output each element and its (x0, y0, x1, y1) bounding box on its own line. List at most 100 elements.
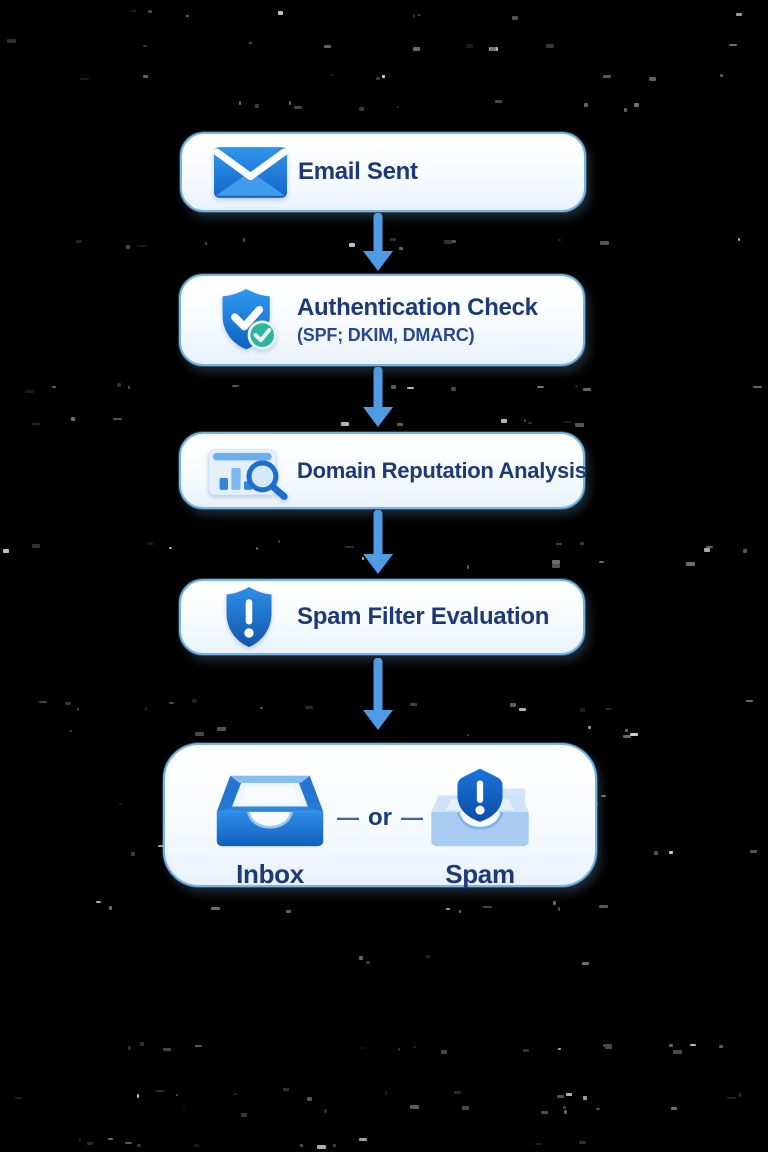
noise-speck (413, 47, 420, 51)
noise-speck (255, 104, 259, 108)
noise-speck (583, 1096, 587, 1100)
noise-speck (109, 906, 112, 910)
noise-speck (305, 706, 313, 709)
noise-speck (194, 1144, 199, 1147)
noise-speck (575, 385, 578, 388)
noise-speck (556, 543, 562, 545)
noise-speck (195, 732, 204, 736)
noise-speck (546, 44, 554, 48)
noise-speck (256, 547, 258, 550)
noise-speck (382, 75, 385, 78)
noise-speck (137, 1144, 141, 1147)
noise-speck (524, 419, 526, 422)
noise-speck (333, 1144, 336, 1147)
spam-shield-icon (457, 768, 503, 822)
noise-speck (599, 561, 604, 563)
noise-speck (126, 245, 130, 249)
noise-speck (376, 77, 380, 80)
noise-speck (186, 15, 189, 17)
noise-speck (558, 907, 560, 911)
noise-speck (345, 546, 354, 548)
noise-speck (390, 238, 396, 241)
envelope-icon (208, 144, 292, 201)
noise-speck (563, 421, 571, 423)
noise-speck (624, 108, 627, 112)
noise-speck (552, 560, 560, 564)
noise-speck (558, 239, 561, 241)
noise-speck (125, 1142, 132, 1144)
noise-speck (362, 557, 364, 560)
noise-speck (260, 707, 263, 709)
noise-speck (131, 852, 135, 856)
noise-speck (137, 1094, 139, 1098)
noise-speck (324, 45, 331, 48)
noise-speck (634, 103, 639, 107)
noise-speck (349, 243, 355, 247)
noise-speck (169, 547, 172, 549)
noise-speck (519, 708, 526, 711)
noise-speck (704, 548, 710, 552)
noise-speck (690, 1044, 696, 1046)
noise-speck (117, 383, 121, 387)
noise-speck (205, 242, 207, 245)
noise-speck (750, 850, 757, 853)
noise-speck (239, 101, 241, 105)
inbox-label: Inbox (236, 859, 304, 889)
noise-speck (289, 101, 291, 105)
noise-speck (15, 1097, 22, 1099)
step-title: Spam Filter Evaluation (297, 603, 550, 631)
noise-speck (535, 1143, 542, 1145)
noise-speck (727, 1097, 736, 1099)
noise-speck (407, 387, 414, 389)
noise-speck (158, 845, 166, 847)
noise-speck (630, 733, 638, 736)
outcome-inbox: Inbox (205, 765, 335, 890)
noise-speck (241, 1113, 247, 1117)
noise-speck (71, 417, 75, 421)
noise-speck (359, 956, 363, 960)
noise-speck (671, 1107, 677, 1110)
noise-speck (137, 245, 146, 247)
noise-speck (143, 75, 148, 78)
flow-node-domain-reputation: Domain Reputation Analysis (179, 432, 587, 509)
noise-speck (156, 1090, 164, 1092)
noise-speck (603, 1044, 612, 1047)
shield-alert-icon (207, 584, 291, 650)
noise-speck (501, 419, 507, 423)
noise-speck (232, 385, 239, 387)
noise-speck (649, 77, 656, 81)
noise-speck (366, 961, 370, 964)
outcome-spam: Spam (415, 765, 545, 890)
noise-speck (729, 44, 737, 46)
noise-speck (583, 388, 591, 391)
noise-speck (596, 1108, 600, 1110)
noise-speck (601, 795, 606, 797)
noise-speck (77, 708, 79, 711)
noise-speck (39, 701, 47, 703)
noise-speck (537, 386, 544, 388)
noise-speck (399, 247, 403, 250)
noise-speck (580, 542, 584, 545)
noise-speck (79, 1138, 81, 1142)
noise-speck (87, 1142, 93, 1145)
noise-speck (108, 1138, 113, 1140)
noise-speck (249, 42, 252, 44)
noise-speck (580, 708, 585, 712)
noise-speck (582, 962, 589, 965)
noise-speck (7, 39, 16, 43)
noise-speck (192, 699, 197, 703)
noise-speck (163, 1048, 171, 1051)
noise-speck (451, 387, 456, 391)
noise-speck (217, 727, 226, 731)
noise-speck (719, 1045, 723, 1048)
noise-speck (80, 78, 89, 80)
or-separator: — or — (315, 801, 445, 835)
noise-speck (243, 238, 245, 242)
noise-speck (446, 908, 450, 910)
noise-speck (600, 241, 609, 245)
noise-speck (300, 1144, 303, 1147)
noise-speck (417, 14, 421, 16)
noise-speck (145, 707, 147, 711)
verified-badge-icon (247, 320, 277, 350)
noise-speck (131, 10, 136, 12)
